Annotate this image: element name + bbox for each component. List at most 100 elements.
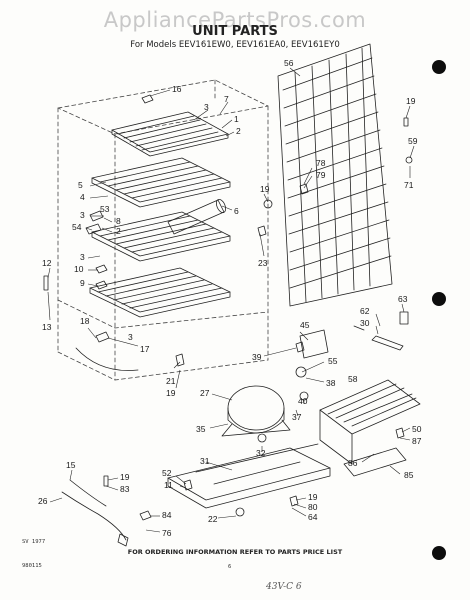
callout-30: 30: [360, 318, 370, 328]
part-40: [299, 391, 309, 401]
part-63-cap: [399, 311, 409, 325]
callout-15: 15: [66, 460, 76, 470]
callout-19: 19: [120, 472, 130, 482]
part-59-screw: [405, 156, 413, 164]
handwritten-note: 43V-C 6: [266, 582, 302, 592]
callout-23: 23: [258, 258, 268, 268]
callout-2: 2: [236, 126, 241, 136]
callout-62: 62: [360, 306, 370, 316]
callout-21: 21: [166, 376, 176, 386]
callout-45: 45: [300, 320, 310, 330]
shelf-coil-2: [91, 157, 231, 208]
part-52: [183, 479, 193, 491]
part-10-clip: [95, 264, 108, 274]
callout-37: 37: [292, 412, 302, 422]
part-9-clip: [95, 280, 108, 290]
callout-4: 4: [80, 192, 85, 202]
part-53-bracket: [89, 210, 104, 222]
code-bottom: 980115: [22, 563, 42, 569]
callout-59: 59: [408, 136, 418, 146]
callout-5: 5: [78, 180, 83, 190]
callout-13: 13: [42, 322, 52, 332]
part-55: [295, 366, 307, 378]
part-54-bracket: [85, 223, 102, 235]
shelf-coil-4: [89, 267, 231, 318]
power-cord: [61, 479, 129, 547]
code-top: SV 1977: [22, 539, 46, 545]
callout-26: 26: [38, 496, 48, 506]
part-12-fitting: [43, 275, 49, 291]
callout-19: 19: [308, 492, 318, 502]
callout-27: 27: [200, 388, 210, 398]
callout-40: 40: [298, 396, 308, 406]
callout-85: 85: [404, 470, 414, 480]
callout-50: 50: [412, 424, 422, 434]
callout-79: 79: [316, 170, 326, 180]
callout-38: 38: [326, 378, 336, 388]
part-80: [289, 495, 299, 507]
part-17-block: [95, 331, 110, 343]
callout-3: 3: [80, 210, 85, 220]
callout-83: 83: [120, 484, 130, 494]
callout-78: 78: [316, 158, 326, 168]
part-84: [139, 510, 152, 521]
callout-52: 52: [162, 468, 172, 478]
accumulator: [167, 199, 227, 235]
compressor: [221, 385, 291, 437]
ordering-footer: FOR ORDERING INFORMATION REFER TO PARTS …: [127, 548, 343, 556]
binder-hole-middle: [432, 292, 446, 306]
callout-8: 8: [116, 216, 121, 226]
part-39: [295, 341, 305, 353]
callout-76: 76: [162, 528, 172, 538]
callout-3: 3: [204, 102, 209, 112]
part-16: [141, 94, 154, 104]
bracket-85: [343, 447, 407, 477]
callout-3: 3: [80, 252, 85, 262]
part-32: [257, 433, 267, 443]
callout-80: 80: [308, 502, 318, 512]
callout-53: 53: [100, 204, 110, 214]
callout-87: 87: [412, 436, 422, 446]
callout-54: 54: [72, 222, 82, 232]
callout-11: 11: [164, 480, 173, 490]
callout-1: 1: [234, 114, 239, 124]
callout-19: 19: [166, 388, 176, 398]
callout-3: 3: [128, 332, 133, 342]
callout-56: 56: [284, 58, 294, 68]
drain-tube-18: [75, 347, 139, 371]
callout-63: 63: [398, 294, 408, 304]
page-mark: 6: [228, 564, 232, 570]
shelf-coil-1: [111, 111, 229, 157]
relay-45: [299, 329, 329, 359]
callout-55: 55: [328, 356, 338, 366]
part-21: [175, 353, 185, 367]
models-subtitle: For Models EEV161EW0, EEV161EA0, EEV161E…: [130, 40, 340, 50]
part-78: [299, 183, 309, 195]
callout-6: 6: [234, 206, 239, 216]
part-19-screw-right: [403, 117, 409, 127]
callout-86: 86: [348, 458, 358, 468]
shelf-coil-3: [91, 211, 231, 262]
callout-71: 71: [404, 180, 414, 190]
callout-84: 84: [162, 510, 172, 520]
binder-hole-top: [432, 60, 446, 74]
drain-pan-evaporator: [319, 379, 421, 465]
callout-31: 31: [200, 456, 210, 466]
callout-17: 17: [140, 344, 150, 354]
callout-39: 39: [252, 352, 262, 362]
callout-32: 32: [256, 448, 266, 458]
callout-9: 9: [80, 278, 85, 288]
callout-19: 19: [260, 184, 270, 194]
part-22-screw: [235, 507, 245, 517]
callout-2: 2: [116, 226, 121, 236]
part-19-screw: [263, 199, 273, 209]
callout-7: 7: [224, 94, 229, 104]
drier-filter-30: [353, 325, 404, 351]
part-83: [103, 475, 109, 487]
diagram-title: UNIT PARTS: [192, 24, 278, 39]
part-50: [395, 427, 405, 439]
watermark: AppliancePartsPros.com: [103, 8, 367, 32]
callout-12: 12: [42, 258, 52, 268]
